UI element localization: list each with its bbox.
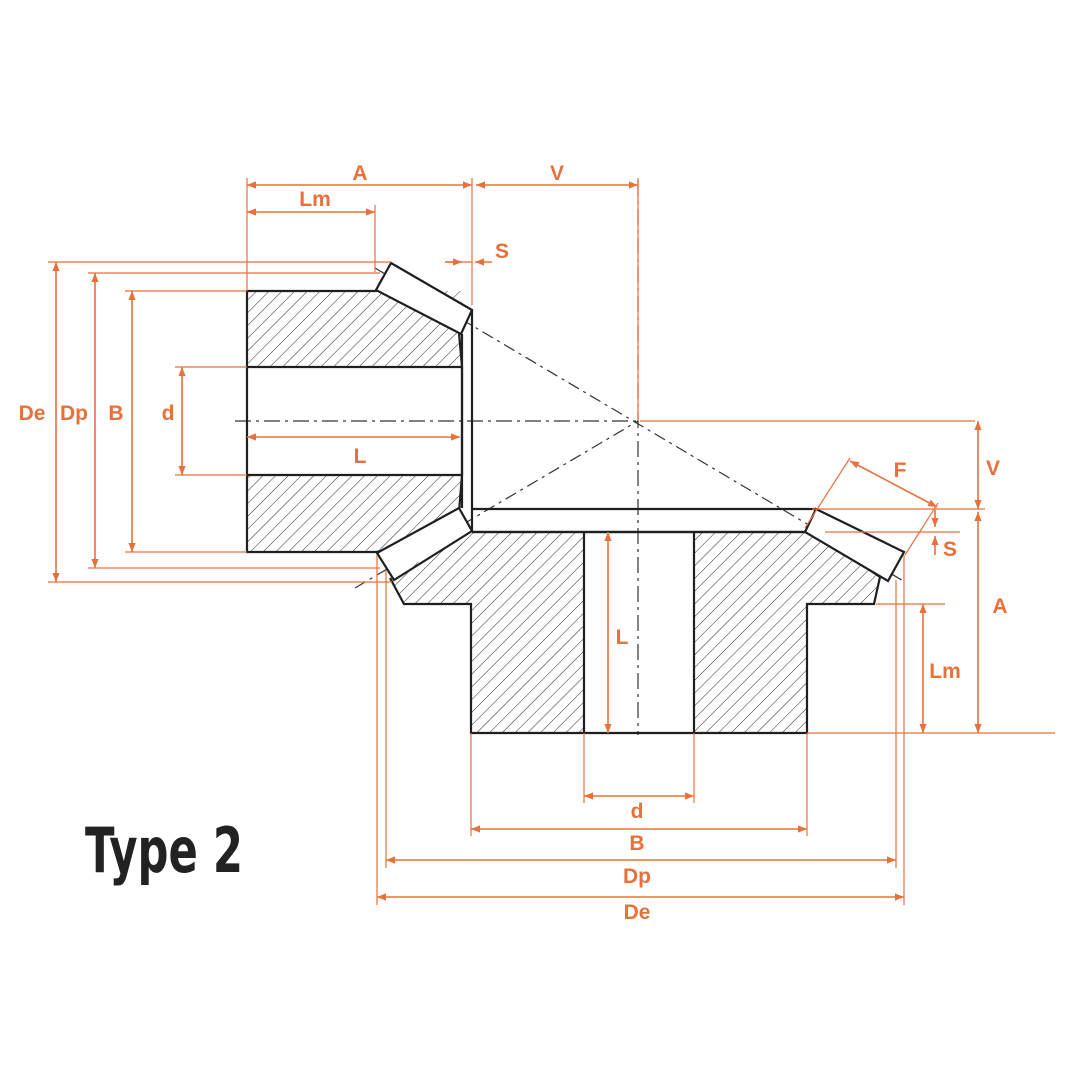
label-pinion-Dp: Dp	[60, 402, 88, 425]
label-gear-Lm: Lm	[929, 660, 961, 683]
label-top-V: V	[550, 162, 564, 185]
label-pinion-A: A	[352, 162, 367, 185]
ring-gear	[389, 507, 906, 735]
pinion-gear	[245, 261, 474, 582]
gear-tooth-right	[803, 507, 906, 583]
label-pinion-De: De	[19, 402, 46, 425]
diagram-title: Type 2	[85, 814, 243, 887]
dim-gear-F	[849, 460, 938, 508]
dimension-lines	[52, 181, 982, 901]
label-gear-d: d	[631, 800, 644, 823]
label-pinion-Lm: Lm	[299, 188, 331, 211]
label-pinion-B: B	[108, 402, 123, 425]
dimension-labels: A V Lm S De Dp B d L V F S A Lm L d B Dp…	[19, 162, 1008, 924]
gear-body-left-section	[390, 532, 584, 733]
label-gear-Dp: Dp	[623, 865, 651, 888]
label-pinion-S: S	[495, 240, 509, 263]
label-gear-A: A	[992, 595, 1007, 618]
label-gear-L: L	[616, 626, 629, 649]
label-gear-S: S	[943, 538, 957, 561]
gear-body-right-section	[694, 532, 880, 733]
label-gear-V: V	[986, 457, 1000, 480]
label-gear-F: F	[894, 459, 907, 482]
label-gear-B: B	[629, 832, 644, 855]
label-pinion-L: L	[354, 445, 367, 468]
label-gear-De: De	[624, 901, 651, 924]
label-pinion-d: d	[162, 402, 175, 425]
extension-lines	[48, 178, 1055, 905]
